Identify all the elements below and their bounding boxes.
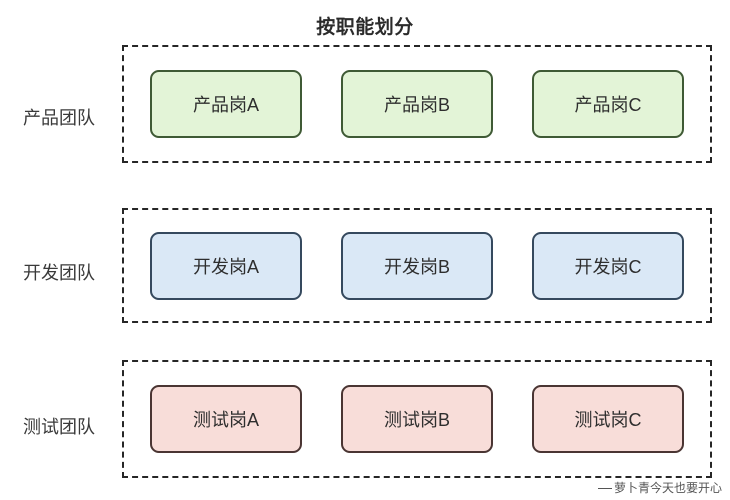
node-dev-a[interactable]: 开发岗A xyxy=(150,231,302,300)
watermark-dash-icon xyxy=(597,488,612,490)
group-test-team: 测试岗A 测试岗B 测试岗C xyxy=(122,360,712,478)
row-label-dev-team: 开发团队 xyxy=(23,263,95,283)
group-test-team-nodes: 测试岗A 测试岗B 测试岗C xyxy=(124,362,710,476)
watermark: 萝卜青今天也要开心 xyxy=(597,479,722,496)
node-test-c[interactable]: 测试岗C xyxy=(532,385,684,453)
node-dev-b[interactable]: 开发岗B xyxy=(341,231,493,300)
watermark-text: 萝卜青今天也要开心 xyxy=(613,481,722,495)
group-dev-team: 开发岗A 开发岗B 开发岗C xyxy=(122,208,712,323)
node-test-a[interactable]: 测试岗A xyxy=(150,385,302,453)
diagram-title: 按职能划分 xyxy=(316,17,414,38)
group-product-team: 产品岗A 产品岗B 产品岗C xyxy=(122,45,712,163)
group-product-team-nodes: 产品岗A 产品岗B 产品岗C xyxy=(124,47,710,161)
node-dev-c[interactable]: 开发岗C xyxy=(532,231,684,300)
row-label-product-team: 产品团队 xyxy=(23,108,95,128)
node-test-b[interactable]: 测试岗B xyxy=(341,385,493,453)
node-product-a[interactable]: 产品岗A xyxy=(150,70,302,138)
group-dev-team-nodes: 开发岗A 开发岗B 开发岗C xyxy=(124,210,710,321)
node-product-c[interactable]: 产品岗C xyxy=(532,70,684,138)
row-label-test-team: 测试团队 xyxy=(23,417,95,437)
node-product-b[interactable]: 产品岗B xyxy=(341,70,493,138)
